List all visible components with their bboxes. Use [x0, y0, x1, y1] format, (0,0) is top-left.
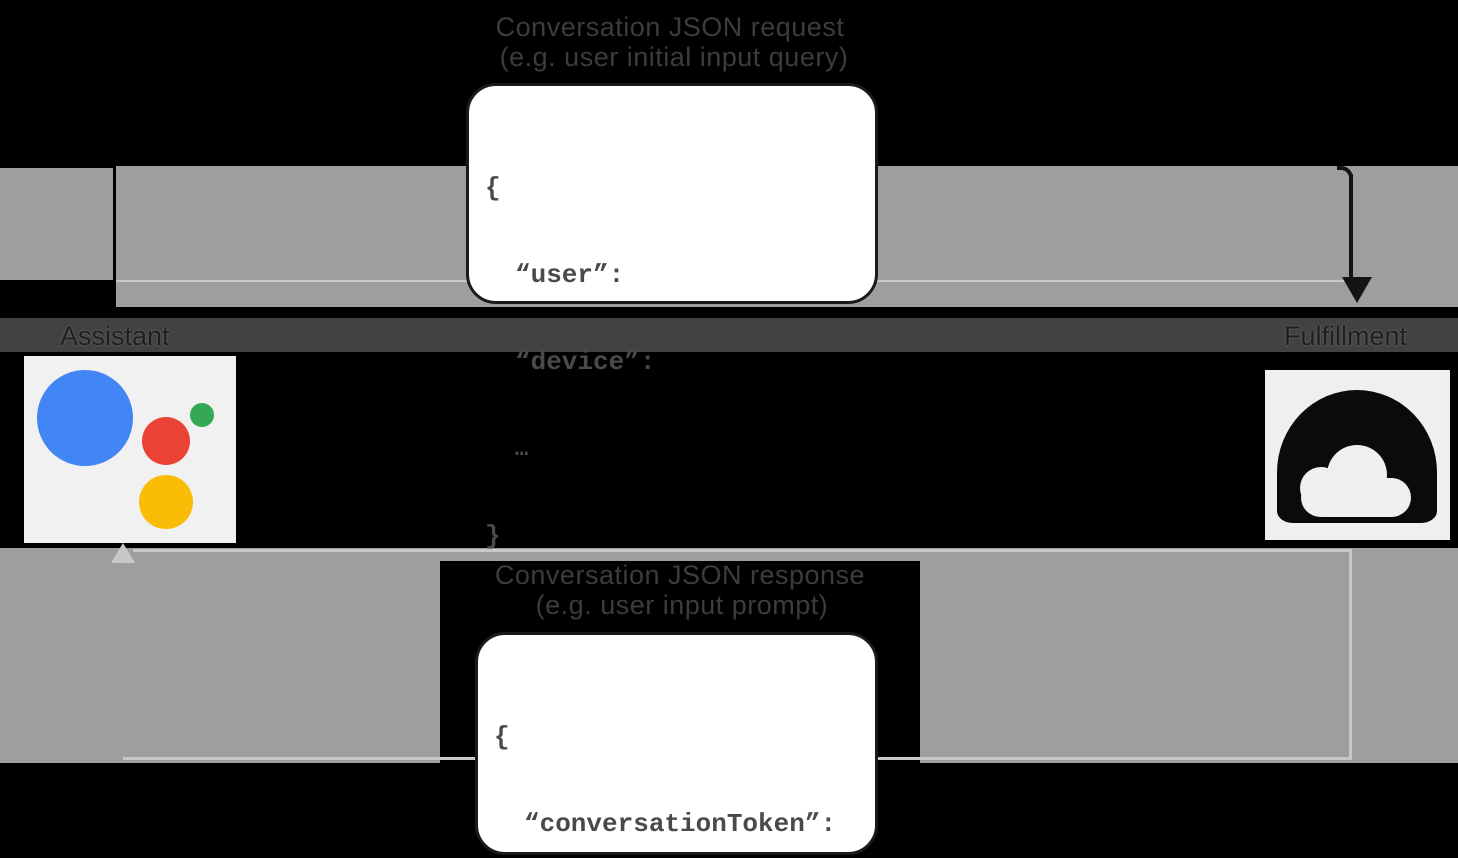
cloud-base	[1301, 478, 1411, 517]
fulfillment-card	[1265, 370, 1450, 540]
response-caption-line1: Conversation JSON response	[494, 560, 866, 590]
request-json-code: { “user”: “device”: … }	[485, 116, 867, 609]
assistant-red-circle	[142, 417, 190, 465]
fulfillment-label: Fulfillment	[1284, 321, 1408, 351]
cloud-glyph	[1300, 445, 1414, 517]
code-line: …	[515, 437, 529, 462]
top-arrow-right-segment	[1349, 174, 1353, 278]
assistant-label: Assistant	[60, 321, 170, 351]
code-line: {	[485, 173, 501, 203]
bottom-arrow-top-segment	[133, 549, 1351, 552]
top-arrow-band-left	[0, 168, 113, 280]
request-json-box: { “user”: “device”: … }	[466, 83, 878, 551]
bottom-arrow-band-right	[920, 548, 1458, 763]
request-caption-line1: Conversation JSON request	[495, 12, 845, 42]
bottom-arrow-band-left	[0, 548, 440, 763]
arrowhead-down-icon	[1342, 277, 1372, 303]
code-line: }	[485, 521, 501, 551]
response-caption-line2: (e.g. user input prompt)	[535, 590, 829, 620]
request-caption-line2: (e.g. user initial input query)	[499, 42, 849, 72]
response-json-code: { “conversationToken”: “userStorage”: … …	[494, 665, 867, 858]
code-line: “conversationToken”:	[524, 809, 837, 839]
label-band: Assistant Fulfillment	[0, 318, 1458, 352]
assistant-blue-circle	[37, 370, 133, 466]
arrowhead-up-icon	[111, 543, 135, 563]
assistant-yellow-circle	[139, 475, 193, 529]
bottom-arrow-right-segment	[1349, 549, 1352, 759]
code-line: “device”:	[515, 347, 656, 377]
code-line: {	[494, 722, 510, 752]
cloud-icon	[1277, 390, 1437, 523]
assistant-green-circle	[190, 403, 214, 427]
assistant-card	[24, 356, 236, 543]
code-line: “user”:	[515, 260, 625, 290]
top-arrow-left-segment	[113, 166, 116, 307]
response-json-box: { “conversationToken”: “userStorage”: … …	[475, 632, 878, 855]
